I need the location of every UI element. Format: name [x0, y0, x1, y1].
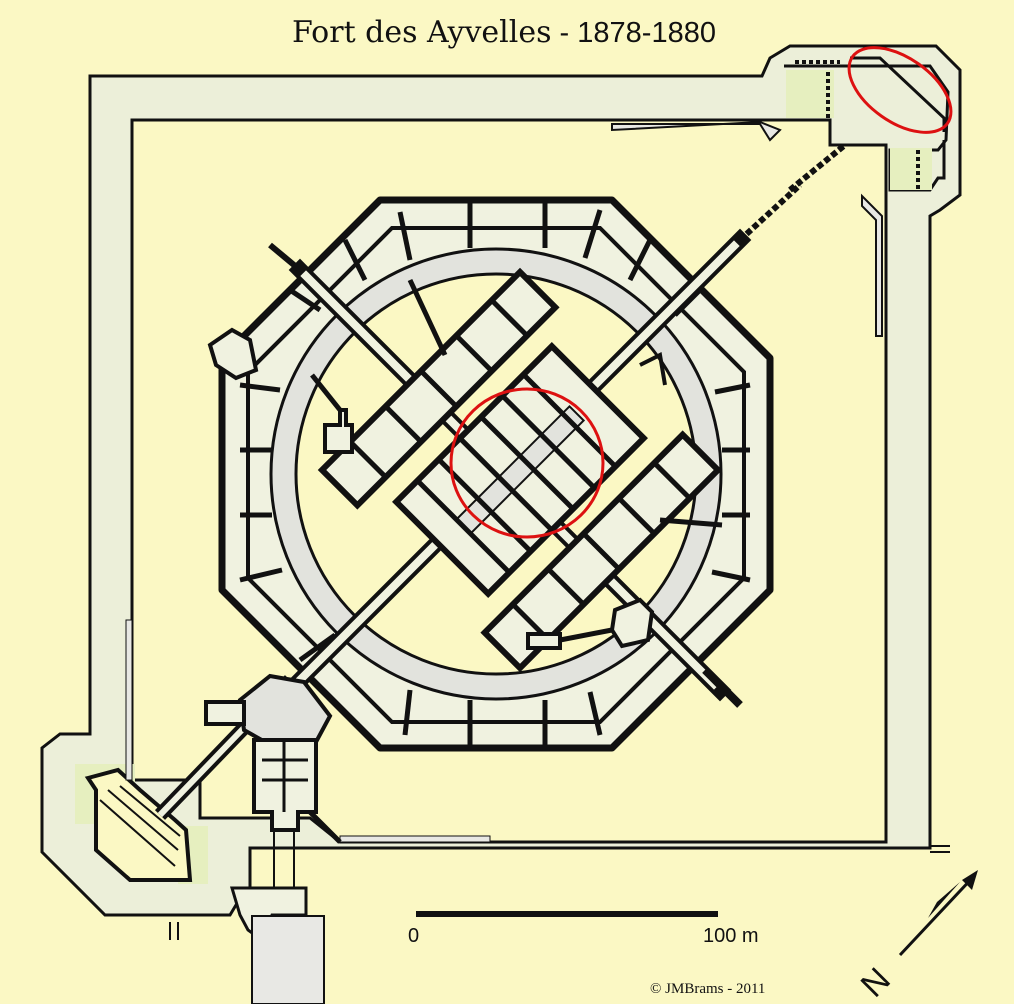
path-south: [559, 627, 613, 643]
north-label: N: [854, 961, 898, 1004]
bastion-northeast: [784, 56, 950, 192]
north-arrow-line: [898, 873, 977, 957]
ditch-feature-west: [125, 619, 133, 781]
fort-outworks: [207, 142, 847, 708]
copyright-credit: © JMBrams - 2011: [650, 981, 765, 997]
east-outlet: [930, 845, 950, 853]
central-fort: [218, 196, 774, 752]
latrine-south: [526, 632, 562, 650]
map-title: Fort des Ayvelles - 1878-1880: [292, 15, 716, 50]
powder-magazine-west: [323, 408, 354, 454]
powder-magazine-south: [609, 597, 655, 649]
outwork-east: [639, 352, 667, 386]
scale-label-zero: 0: [408, 925, 419, 947]
scale-bar: 0 100 m: [408, 911, 759, 947]
entrance-building-west: [204, 700, 246, 726]
ditch-feature-south: [339, 835, 491, 843]
map-title-dates: - 1878-1880: [552, 17, 716, 49]
barrack-blocks: [317, 267, 723, 673]
ditch-feature-north: [611, 120, 782, 142]
north-arrow-head: [962, 870, 978, 890]
ditch-feature-east: [861, 193, 883, 337]
fort-inner-octagon: [246, 226, 746, 724]
path-east: [659, 517, 723, 528]
entrance-guardhouse: [237, 673, 333, 751]
map-title-name: Fort des Ayvelles: [292, 15, 552, 50]
north-arrow: N: [854, 870, 978, 1004]
path-north: [407, 278, 448, 357]
outwork-west: [207, 327, 259, 381]
scale-label-max: 100 m: [703, 925, 759, 947]
outwork-north-gallery: [737, 142, 847, 243]
highlight-bastion-north: [847, 46, 953, 134]
highlight-central-barracks: [449, 387, 605, 539]
outwork-southeast: [702, 667, 743, 708]
path-west: [310, 373, 342, 412]
entrance-complex: [154, 673, 342, 844]
outwork-northwest-stair: [268, 242, 302, 273]
